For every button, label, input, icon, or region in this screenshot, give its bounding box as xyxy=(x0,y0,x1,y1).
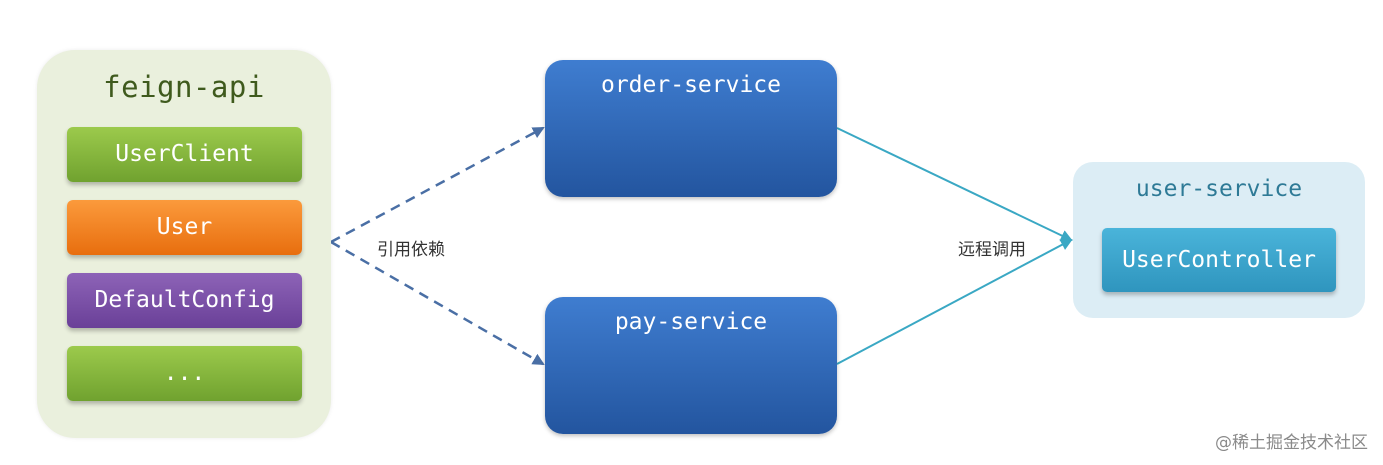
order-service-node: order-service xyxy=(545,60,837,197)
order-service-label: order-service xyxy=(600,72,781,98)
watermark: @稀土掘金技术社区 xyxy=(1215,433,1368,453)
remote-call-edge-order xyxy=(836,127,1073,242)
user-service-title: user-service xyxy=(1135,176,1303,202)
pay-service-node: pay-service xyxy=(545,297,837,434)
dependency-edge-order xyxy=(330,126,545,244)
dependency-edge-pay xyxy=(330,240,545,366)
feign-api-title: feign-api xyxy=(103,70,265,104)
usercontroller-node: UserController xyxy=(1102,228,1336,292)
userclient-node: UserClient xyxy=(67,127,302,182)
user-service-panel: user-service UserController xyxy=(1073,162,1365,318)
dependency-label: 引用依赖 xyxy=(377,240,445,260)
pay-service-label: pay-service xyxy=(614,309,768,335)
defaultconfig-node: DefaultConfig xyxy=(67,273,302,328)
ellipsis-node: ... xyxy=(67,346,302,401)
remote-call-label: 远程调用 xyxy=(958,240,1026,260)
user-node: User xyxy=(67,200,302,255)
remote-call-edge-pay xyxy=(836,239,1073,365)
